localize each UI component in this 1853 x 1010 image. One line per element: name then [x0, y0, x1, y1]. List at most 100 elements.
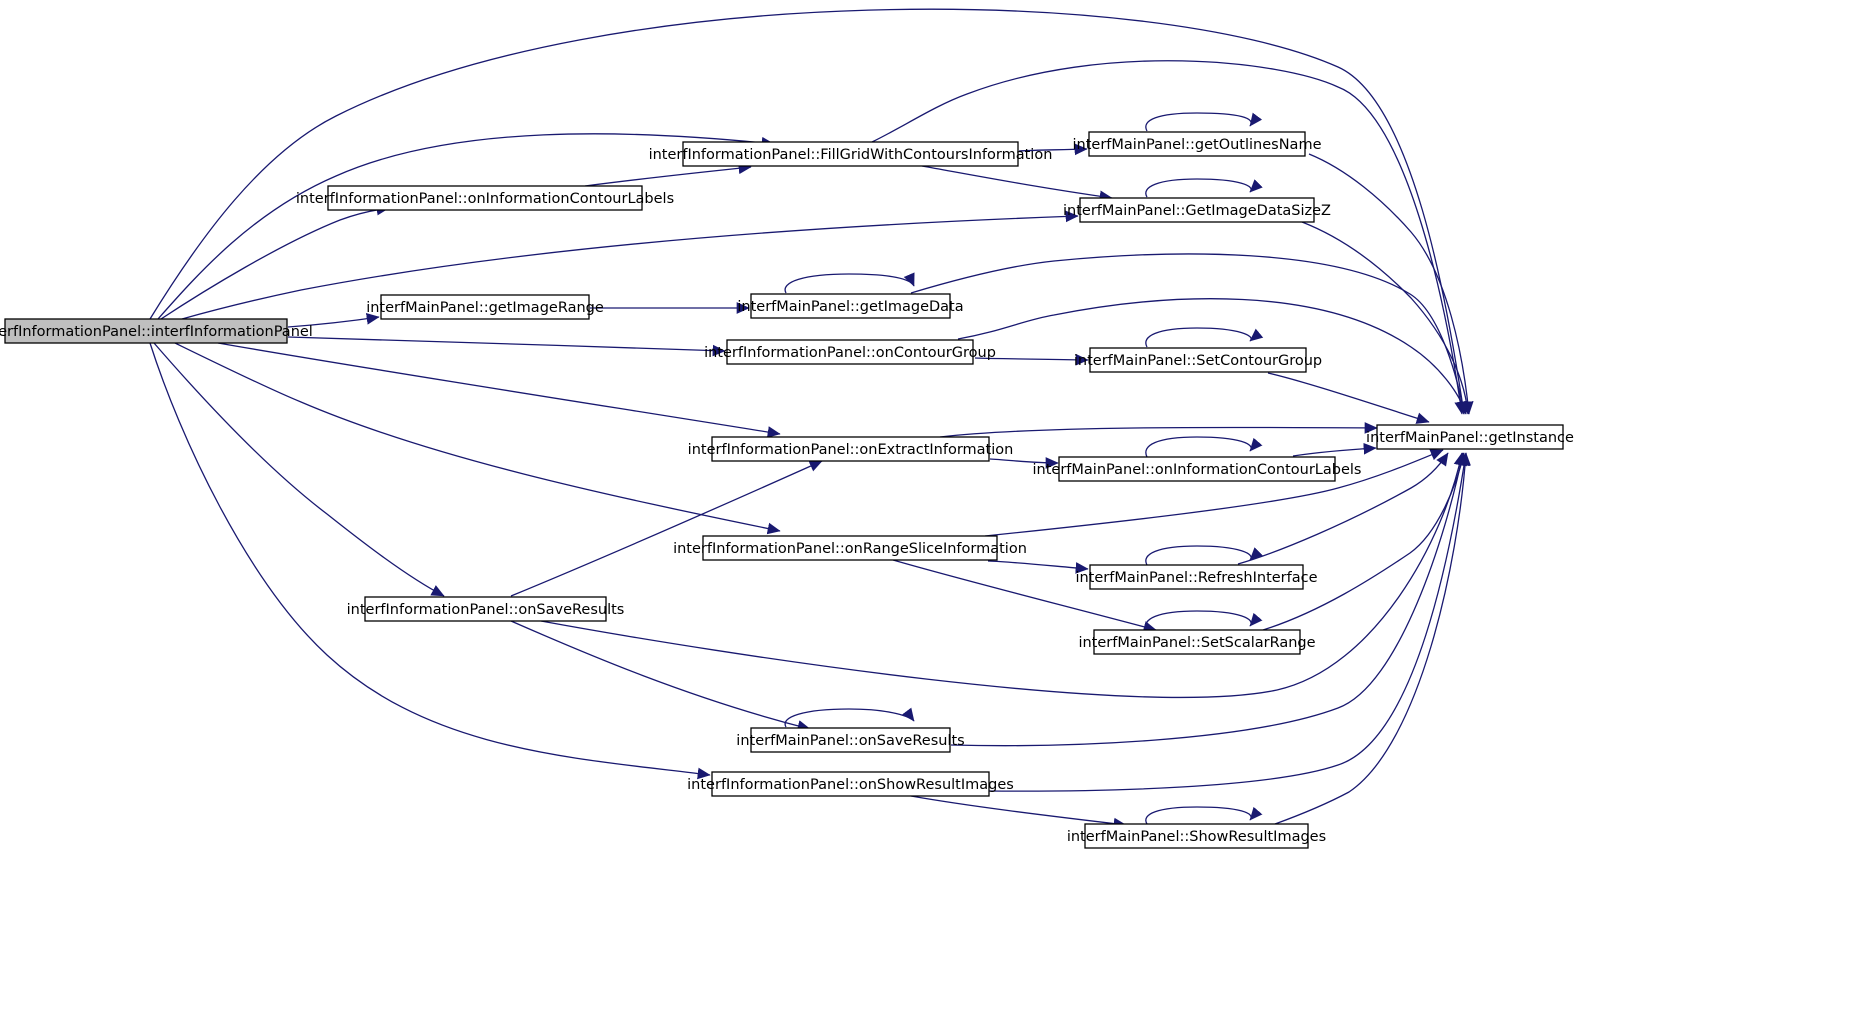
node-box — [380, 294, 590, 320]
node-ip_onInfoLabels[interactable]: interfInformationPanel::onInformationCon… — [296, 185, 674, 211]
edge-root-to-getInstance — [149, 8, 1468, 415]
edge-mp_onSaveResults-to-getInstance — [950, 452, 1467, 747]
edge-setScalarRange-to-setScalarRange — [1145, 610, 1263, 631]
node-label: interfInformationPanel::onInformationCon… — [296, 191, 674, 207]
node-box — [1089, 564, 1304, 590]
node-label: interfMainPanel::ShowResultImages — [1067, 829, 1326, 845]
node-label: interfMainPanel::getImageData — [737, 299, 963, 315]
node-label: interfMainPanel::onInformationContourLab… — [1033, 462, 1362, 478]
edge-root-to-ip_onInfoLabels — [160, 203, 390, 320]
edge-root-to-ip_onSaveResults — [153, 342, 445, 597]
node-ip_onSaveResults[interactable]: interfInformationPanel::onSaveResults — [347, 596, 625, 622]
edge-getOutlinesName-to-getOutlinesName — [1145, 112, 1263, 132]
node-mp_onSaveResults[interactable]: interfMainPanel::onSaveResults — [736, 727, 965, 753]
node-getOutlinesName[interactable]: interfMainPanel::getOutlinesName — [1073, 131, 1322, 157]
node-box — [4, 318, 288, 344]
edge-onRangeSlice-to-getInstance — [984, 449, 1444, 537]
edge-refreshInterface-to-getInstance — [1237, 452, 1449, 565]
edge-refreshInterface-to-refreshInterface — [1145, 545, 1263, 566]
node-setContourGroup[interactable]: interfMainPanel::SetContourGroup — [1074, 347, 1322, 373]
edge-getImageData-to-getImageData — [784, 272, 915, 294]
node-fillgrid[interactable]: interfInformationPanel::FillGridWithCont… — [649, 141, 1053, 167]
node-refreshInterface[interactable]: interfMainPanel::RefreshInterface — [1075, 564, 1318, 590]
node-box — [1376, 424, 1564, 450]
node-label: interfMainPanel::getImageRange — [366, 300, 604, 316]
edge-onContourGroup-to-setContourGroup — [974, 353, 1089, 366]
node-box — [1079, 197, 1315, 223]
edge-mp_onInfoLabels-to-getInstance — [1292, 442, 1377, 457]
node-onContourGroup[interactable]: interfInformationPanel::onContourGroup — [704, 339, 996, 365]
edge-fillgrid-to-getInstance — [871, 60, 1466, 415]
edge-onExtractInformation-to-getInstance — [939, 422, 1378, 438]
node-label: interfInformationPanel::onRangeSliceInfo… — [673, 541, 1027, 557]
node-setScalarRange[interactable]: interfMainPanel::SetScalarRange — [1078, 629, 1316, 655]
edge-ip_onSaveResults-to-getInstance — [540, 452, 1466, 698]
node-box — [327, 185, 643, 211]
edge-setContourGroup-to-setContourGroup — [1145, 327, 1264, 348]
node-box — [726, 339, 974, 365]
edges-layer — [149, 8, 1474, 830]
edge-getImageDataSizeZ-to-getImageDataSizeZ — [1145, 178, 1263, 198]
node-label: interfMainPanel::SetScalarRange — [1078, 635, 1315, 651]
node-getInstance[interactable]: interfMainPanel::getInstance — [1366, 424, 1574, 450]
node-box — [1089, 347, 1307, 373]
node-box — [711, 436, 990, 462]
node-label: interfMainPanel::SetContourGroup — [1074, 353, 1322, 369]
edge-ip_onSaveResults-to-mp_onSaveResults — [510, 620, 811, 732]
nodes-layer: interfInformationPanel::interfInformatio… — [0, 131, 1574, 849]
edge-root-to-ip_onShowResult — [149, 342, 711, 780]
edge-fillgrid-to-getOutlinesName — [1018, 143, 1088, 156]
edge-root-to-onRangeSlice — [174, 342, 781, 535]
node-label: interfInformationPanel::onContourGroup — [704, 345, 996, 361]
node-label: interfMainPanel::GetImageDataSizeZ — [1063, 203, 1331, 219]
node-ip_onShowResult[interactable]: interfInformationPanel::onShowResultImag… — [687, 771, 1014, 797]
node-label: interfMainPanel::getOutlinesName — [1073, 137, 1322, 153]
node-onRangeSlice[interactable]: interfInformationPanel::onRangeSliceInfo… — [673, 535, 1027, 561]
edge-ip_onShowResult-to-getInstance — [987, 452, 1470, 792]
node-label: interfMainPanel::RefreshInterface — [1075, 570, 1317, 586]
edge-mp_onSaveResults-to-mp_onSaveResults — [784, 707, 915, 728]
edge-root-to-onContourGroup — [287, 336, 726, 357]
edge-ip_onInfoLabels-to-fillgrid — [584, 162, 752, 187]
edge-ip_onShowResult-to-mp_showResult — [910, 795, 1127, 830]
node-box — [711, 771, 990, 797]
node-getImageData[interactable]: interfMainPanel::getImageData — [737, 293, 964, 319]
edge-ip_onSaveResults-to-onExtractInformation — [510, 460, 823, 597]
node-box — [1084, 823, 1309, 849]
edge-setContourGroup-to-getInstance — [1267, 372, 1430, 424]
node-box — [702, 535, 998, 561]
edge-getImageDataSizeZ-to-getInstance — [1301, 221, 1473, 415]
node-getImageDataSizeZ[interactable]: interfMainPanel::GetImageDataSizeZ — [1063, 197, 1331, 223]
node-label: interfInformationPanel::interfInformatio… — [0, 324, 313, 340]
edge-fillgrid-to-getImageDataSizeZ — [921, 165, 1113, 203]
edge-getOutlinesName-to-getInstance — [1308, 153, 1474, 415]
edge-root-to-onExtractInformation — [217, 342, 781, 438]
node-label: interfInformationPanel::onExtractInforma… — [688, 442, 1014, 458]
node-mp_onInfoLabels[interactable]: interfMainPanel::onInformationContourLab… — [1033, 456, 1362, 482]
edge-getImageData-to-getInstance — [910, 253, 1468, 415]
node-box — [682, 141, 1019, 167]
edge-root-to-getImageRange — [287, 313, 380, 328]
edge-mp_showResult-to-getInstance — [1274, 452, 1471, 825]
node-onExtractInformation[interactable]: interfInformationPanel::onExtractInforma… — [688, 436, 1014, 462]
node-box — [750, 727, 951, 753]
node-box — [750, 293, 951, 319]
edge-onContourGroup-to-getInstance — [957, 298, 1468, 415]
edge-onRangeSlice-to-refreshInterface — [987, 560, 1089, 574]
node-box — [1093, 629, 1301, 655]
node-getImageRange[interactable]: interfMainPanel::getImageRange — [366, 294, 604, 320]
node-root[interactable]: interfInformationPanel::interfInformatio… — [0, 318, 313, 344]
node-label: interfInformationPanel::onSaveResults — [347, 602, 625, 618]
edge-root-to-getImageDataSizeZ — [181, 210, 1079, 320]
edge-root-to-fillgrid — [157, 133, 775, 320]
node-box — [1058, 456, 1336, 482]
edge-onExtractInformation-to-mp_onInfoLabels — [989, 457, 1059, 469]
node-mp_showResult[interactable]: interfMainPanel::ShowResultImages — [1067, 823, 1326, 849]
node-label: interfMainPanel::onSaveResults — [736, 733, 964, 749]
node-label: interfMainPanel::getInstance — [1366, 430, 1574, 446]
edge-mp_showResult-to-mp_showResult — [1145, 806, 1263, 825]
node-label: interfInformationPanel::FillGridWithCont… — [649, 147, 1053, 163]
node-label: interfInformationPanel::onShowResultImag… — [687, 777, 1014, 793]
node-box — [364, 596, 607, 622]
